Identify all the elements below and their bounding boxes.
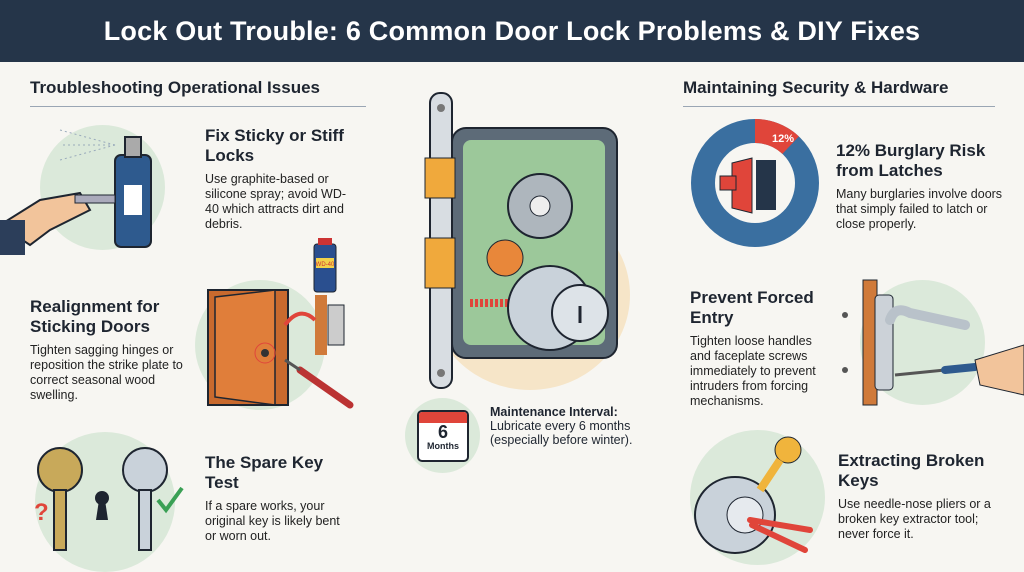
spray-can-key-icon xyxy=(0,129,152,255)
item-title: 12% Burglary Risk from Latches xyxy=(836,141,986,180)
item-body: Many burglaries involve doors that simpl… xyxy=(836,187,1003,231)
calendar-unit: Months xyxy=(427,441,459,451)
door-hinge-icon xyxy=(207,289,354,409)
wd40-can-icon: WD-40 xyxy=(313,238,337,293)
left-item-2: Realignment for Sticking Doors Tighten s… xyxy=(30,297,190,403)
donut-chart: 12% xyxy=(691,119,819,247)
item-body: Use needle-nose pliers or a broken key e… xyxy=(838,497,991,541)
header-bar: Lock Out Trouble: 6 Common Door Lock Pro… xyxy=(0,0,1024,62)
item-title: Prevent Forced Entry xyxy=(690,288,814,327)
item-title: The Spare Key Test xyxy=(205,453,324,492)
right-section-heading: Maintaining Security & Hardware xyxy=(683,78,995,107)
left-item-1: Fix Sticky or Stiff Locks Use graphite-b… xyxy=(205,126,355,232)
svg-text:?: ? xyxy=(34,499,49,526)
item-title: Realignment for Sticking Doors xyxy=(30,297,160,336)
keys-compare-icon: ? xyxy=(34,447,184,551)
screwdriver-handle-icon xyxy=(842,279,1024,406)
right-item-3: Extracting Broken Keys Use needle-nose p… xyxy=(838,451,1008,542)
page-title: Lock Out Trouble: 6 Common Door Lock Pro… xyxy=(103,15,921,46)
item-body: Tighten sagging hinges or reposition the… xyxy=(30,343,183,402)
wd40-label: WD-40 xyxy=(316,262,335,268)
donut-segment xyxy=(691,119,819,247)
maintenance-note: Maintenance Interval: Lubricate every 6 … xyxy=(490,405,650,447)
item-body: If a spare works, your original key is l… xyxy=(205,499,340,543)
left-item-3: The Spare Key Test If a spare works, you… xyxy=(205,453,345,544)
right-item-2: Prevent Forced Entry Tighten loose handl… xyxy=(690,288,835,409)
donut-label: 12% xyxy=(772,133,794,145)
item-title: Extracting Broken Keys xyxy=(838,451,985,490)
donut-remainder xyxy=(691,119,819,247)
calendar-icon: 6 Months xyxy=(417,410,469,462)
right-item-1: 12% Burglary Risk from Latches Many burg… xyxy=(836,141,1016,232)
left-section-heading: Troubleshooting Operational Issues xyxy=(30,78,366,107)
item-body: Use graphite-based or silicone spray; av… xyxy=(205,172,347,231)
maintenance-body: Lubricate every 6 months (especially bef… xyxy=(490,419,633,447)
pliers-key-icon xyxy=(694,436,813,554)
mortise-lock-icon xyxy=(424,92,618,389)
item-body: Tighten loose handles and faceplate scre… xyxy=(690,334,816,408)
item-title: Fix Sticky or Stiff Locks xyxy=(205,126,344,165)
maintenance-title: Maintenance Interval: xyxy=(490,405,618,419)
calendar-number: 6 xyxy=(437,422,448,442)
